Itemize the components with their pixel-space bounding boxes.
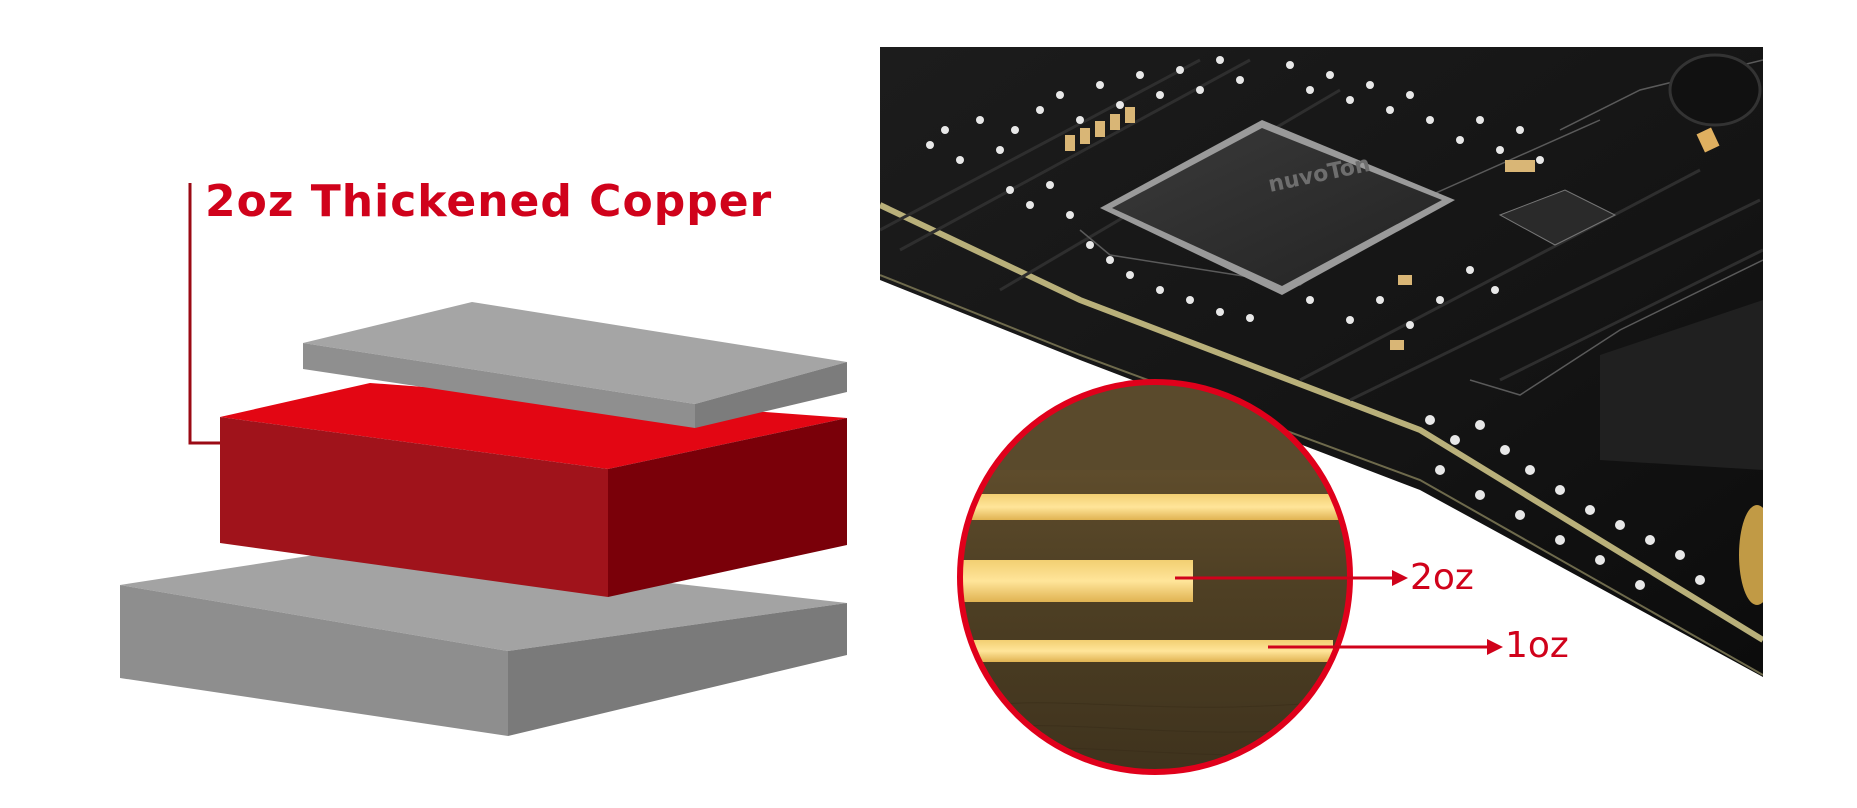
callout-1oz-arrow — [1268, 639, 1503, 655]
diagram-title: 2oz Thickened Copper — [205, 176, 773, 227]
layer-stack-diagram — [120, 183, 847, 736]
callout-2oz-arrow — [1175, 570, 1408, 586]
label-2oz: 2oz — [1410, 557, 1474, 598]
top-substrate-layer — [303, 302, 847, 428]
solder-pads — [926, 56, 1705, 590]
top-copper-trace — [960, 494, 1343, 520]
thick-copper-trace-2oz — [960, 560, 1193, 602]
cross-section-zoom — [957, 379, 1353, 775]
thin-copper-trace-1oz — [960, 640, 1333, 662]
label-1oz: 1oz — [1505, 625, 1569, 666]
copper-layer-block — [220, 383, 847, 597]
controller-chip: nuvoTon — [1100, 120, 1455, 295]
title-leader-line — [188, 183, 222, 445]
bottom-substrate-layer — [120, 548, 847, 736]
